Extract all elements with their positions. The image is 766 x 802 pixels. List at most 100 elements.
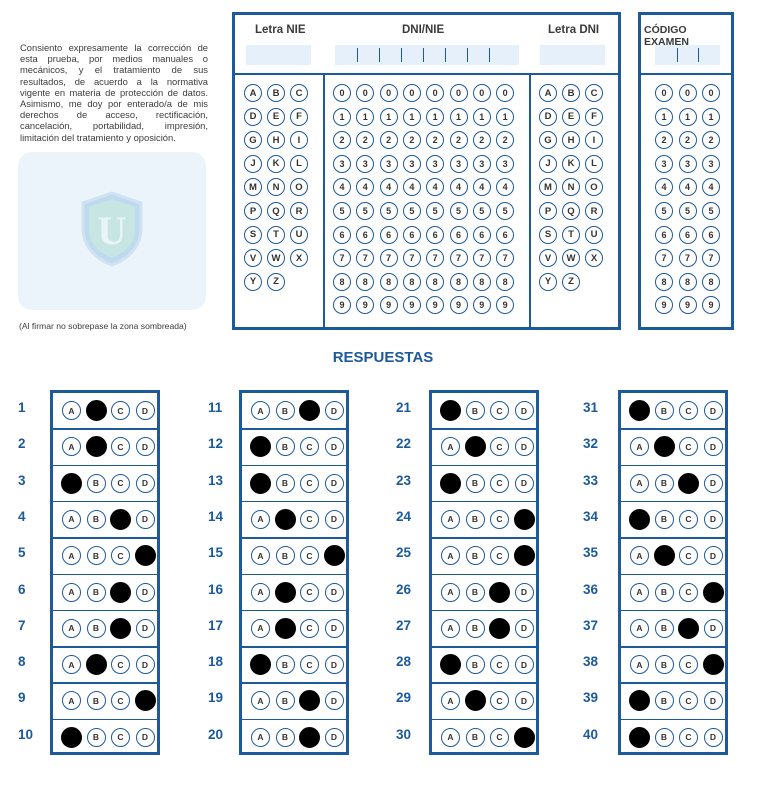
answer-bubble-d[interactable]: D — [324, 655, 344, 675]
answer-bubble-b[interactable]: B — [274, 508, 296, 530]
answer-bubble-c[interactable]: C — [300, 437, 319, 457]
answer-bubble-c[interactable]: C — [300, 473, 319, 493]
answer-bubble-c[interactable]: C — [490, 655, 509, 675]
answer-bubble-a[interactable]: A — [251, 618, 270, 638]
answer-bubble-a[interactable]: A — [251, 582, 270, 602]
answer-bubble-d[interactable]: D — [324, 618, 344, 638]
exam-code-bubble[interactable]: 9 — [678, 296, 697, 315]
answer-bubble-b[interactable]: B — [464, 690, 486, 712]
answer-bubble-c[interactable]: C — [679, 582, 698, 602]
dni-letter-bubble[interactable]: K — [562, 154, 580, 173]
answer-bubble-c[interactable]: C — [300, 546, 319, 566]
exam-code-bubble[interactable]: 9 — [655, 296, 673, 315]
dni-letter-bubble[interactable]: C — [585, 84, 603, 102]
dni-digit-bubble[interactable]: 2 — [333, 131, 351, 150]
dni-letter-bubble[interactable]: Y — [539, 272, 557, 291]
answer-bubble-d[interactable]: D — [324, 582, 344, 602]
answer-bubble-a[interactable]: A — [441, 582, 460, 602]
dni-digit-bubble[interactable]: 6 — [356, 225, 375, 244]
dni-letter-bubble[interactable]: J — [539, 154, 557, 173]
answer-bubble-a[interactable]: A — [62, 437, 81, 457]
answer-bubble-d[interactable]: D — [135, 401, 155, 420]
dni-digit-bubble[interactable]: 1 — [379, 107, 398, 126]
dni-digit-bubble[interactable]: 4 — [426, 178, 445, 197]
answer-bubble-a[interactable]: A — [62, 655, 81, 675]
dni-digit-bubble[interactable]: 7 — [402, 249, 421, 268]
dni-digit-bubble[interactable]: 1 — [426, 107, 445, 126]
answer-bubble-c[interactable]: C — [110, 508, 131, 530]
answer-bubble-b[interactable]: B — [275, 655, 295, 675]
answer-bubble-d[interactable]: D — [135, 437, 155, 457]
dni-digit-bubble[interactable]: 7 — [333, 249, 351, 268]
dni-letter-bubble[interactable]: D — [539, 107, 557, 126]
answer-bubble-b[interactable]: B — [86, 509, 106, 529]
dni-digit-bubble[interactable]: 7 — [356, 249, 375, 268]
exam-code-field[interactable] — [655, 45, 720, 65]
answer-bubble-b[interactable]: B — [654, 509, 674, 529]
dni-letter-bubble[interactable]: L — [585, 154, 603, 173]
dni-digit-bubble[interactable]: 3 — [333, 154, 351, 173]
nie-letter-bubble[interactable]: R — [290, 202, 308, 220]
dni-letter-bubble[interactable]: F — [585, 107, 603, 126]
answer-bubble-a[interactable]: A — [629, 726, 650, 748]
dni-digit-bubble[interactable]: 4 — [449, 178, 468, 197]
answer-bubble-d[interactable]: D — [323, 545, 345, 567]
dni-digit-bubble[interactable]: 1 — [472, 107, 491, 126]
nie-letter-bubble[interactable]: E — [267, 107, 285, 126]
dni-digit-bubble[interactable]: 6 — [449, 225, 468, 244]
nie-letter-bubble[interactable]: K — [267, 154, 285, 173]
nie-letter-bubble[interactable]: U — [290, 225, 308, 244]
exam-code-bubble[interactable]: 5 — [702, 202, 720, 220]
exam-code-bubble[interactable]: 3 — [702, 154, 720, 173]
nie-letter-bubble[interactable]: N — [267, 178, 285, 197]
answer-bubble-d[interactable]: D — [703, 618, 723, 638]
answer-bubble-b[interactable]: B — [274, 581, 296, 603]
answer-bubble-c[interactable]: C — [300, 509, 319, 529]
dni-nie-field[interactable] — [335, 45, 519, 65]
answer-bubble-a[interactable]: A — [441, 546, 460, 566]
answer-bubble-d[interactable]: D — [134, 545, 156, 567]
dni-digit-bubble[interactable]: 7 — [449, 249, 468, 268]
answer-bubble-a[interactable]: A — [440, 400, 461, 421]
answer-bubble-b[interactable]: B — [465, 727, 485, 747]
dni-digit-bubble[interactable]: 3 — [426, 154, 445, 173]
nie-letter-bubble[interactable]: O — [290, 178, 308, 197]
exam-code-bubble[interactable]: 3 — [678, 154, 697, 173]
exam-code-bubble[interactable]: 2 — [655, 131, 673, 150]
answer-bubble-d[interactable]: D — [135, 473, 155, 493]
nie-letter-bubble[interactable]: A — [244, 84, 262, 102]
answer-bubble-a[interactable]: A — [250, 654, 271, 676]
dni-digit-bubble[interactable]: 5 — [333, 202, 351, 220]
answer-bubble-d[interactable]: D — [703, 691, 723, 711]
answer-bubble-d[interactable]: D — [703, 473, 723, 493]
dni-digit-bubble[interactable]: 0 — [402, 84, 421, 102]
dni-letter-bubble[interactable]: I — [585, 131, 603, 150]
nie-letter-bubble[interactable]: J — [244, 154, 262, 173]
exam-code-bubble[interactable]: 7 — [678, 249, 697, 268]
dni-digit-bubble[interactable]: 2 — [379, 131, 398, 150]
answer-bubble-d[interactable]: D — [702, 581, 724, 603]
answer-bubble-d[interactable]: D — [703, 437, 723, 457]
answer-bubble-b[interactable]: B — [275, 437, 295, 457]
dni-digit-bubble[interactable]: 4 — [402, 178, 421, 197]
answer-bubble-b[interactable]: B — [465, 546, 485, 566]
nie-letter-bubble[interactable]: I — [290, 131, 308, 150]
exam-code-bubble[interactable]: 7 — [655, 249, 673, 268]
dni-letter-bubble[interactable]: T — [562, 225, 580, 244]
nie-letter-bubble[interactable]: X — [290, 249, 308, 268]
exam-code-bubble[interactable]: 0 — [678, 84, 697, 102]
exam-code-bubble[interactable]: 6 — [702, 225, 720, 244]
answer-bubble-b[interactable]: B — [86, 618, 106, 638]
exam-code-bubble[interactable]: 0 — [702, 84, 720, 102]
dni-letter-bubble[interactable]: Q — [562, 202, 580, 220]
dni-digit-bubble[interactable]: 0 — [426, 84, 445, 102]
nie-letter-bubble[interactable]: H — [267, 131, 285, 150]
nie-letter-field[interactable] — [246, 45, 311, 65]
dni-digit-bubble[interactable]: 9 — [379, 296, 398, 315]
answer-bubble-c[interactable]: C — [490, 401, 509, 420]
dni-digit-bubble[interactable]: 4 — [472, 178, 491, 197]
dni-digit-bubble[interactable]: 9 — [426, 296, 445, 315]
answer-bubble-a[interactable]: A — [251, 546, 270, 566]
dni-digit-bubble[interactable]: 1 — [356, 107, 375, 126]
answer-bubble-c[interactable]: C — [678, 617, 699, 639]
